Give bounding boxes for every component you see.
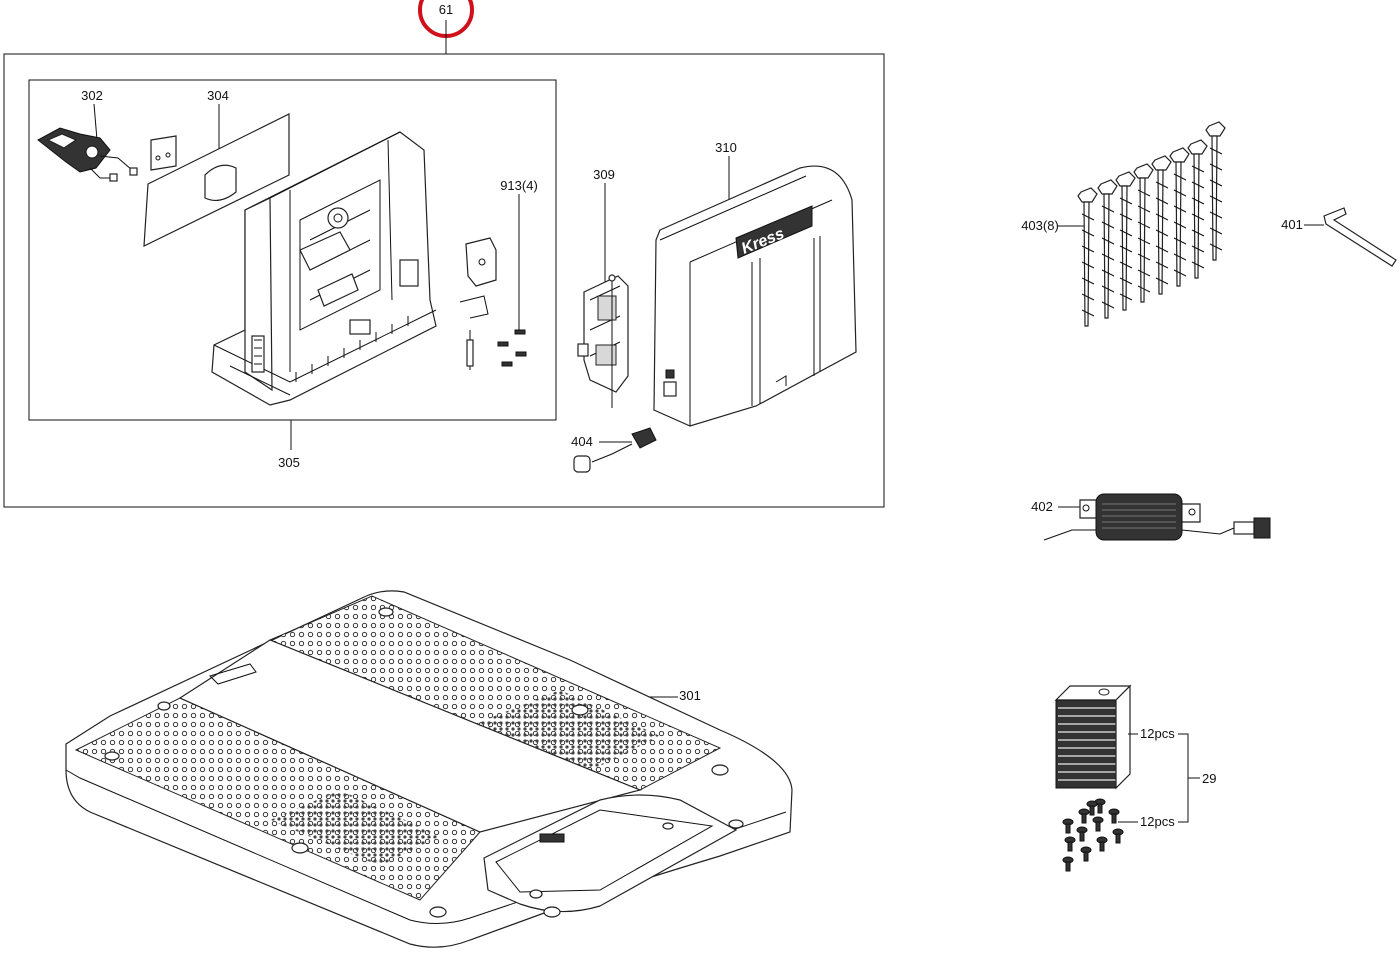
label-301: 301 — [679, 688, 701, 703]
part-305-frame[interactable] — [211, 131, 437, 406]
part-301-base-plate[interactable]: 301 — [65, 590, 793, 948]
label-309: 309 — [593, 167, 615, 182]
label-305[interactable]: 305 — [278, 455, 300, 470]
part-913-screws[interactable]: 913(4) — [459, 178, 538, 370]
label-12pcs-blades: 12pcs — [1140, 726, 1175, 741]
part-304-sticker[interactable]: 304 — [143, 88, 290, 247]
label-913: 913(4) — [500, 178, 538, 193]
label-302: 302 — [81, 88, 103, 103]
part-402-power-supply[interactable]: 402 — [1031, 493, 1271, 541]
label-29: 29 — [1202, 771, 1216, 786]
label-401: 401 — [1281, 217, 1303, 232]
label-12pcs-screws: 12pcs — [1140, 814, 1175, 829]
part-310-cover[interactable]: 310 Kress — [653, 140, 857, 427]
label-402: 402 — [1031, 499, 1053, 514]
part-403-pegs[interactable]: 403(8) — [1021, 121, 1226, 327]
label-310: 310 — [715, 140, 737, 155]
part-309-board[interactable]: 309 — [577, 167, 629, 408]
label-61: 61 — [439, 2, 453, 17]
blade-stack — [1054, 684, 1132, 790]
part-302-latch[interactable]: 302 — [37, 88, 138, 182]
part-401-hex-key[interactable]: 401 — [1281, 207, 1397, 267]
label-404: 404 — [571, 434, 593, 449]
label-304: 304 — [207, 88, 229, 103]
label-403: 403(8) — [1021, 218, 1059, 233]
part-404-plug[interactable]: 404 — [571, 427, 657, 473]
part-29-blade-kit[interactable]: 12pcs 12pcs 29 — [1054, 684, 1216, 872]
callout-61[interactable]: 61 — [418, 0, 474, 54]
assembly-box-61 — [3, 53, 885, 508]
assembly-box-305 — [28, 79, 557, 421]
screw-set — [1062, 798, 1124, 872]
